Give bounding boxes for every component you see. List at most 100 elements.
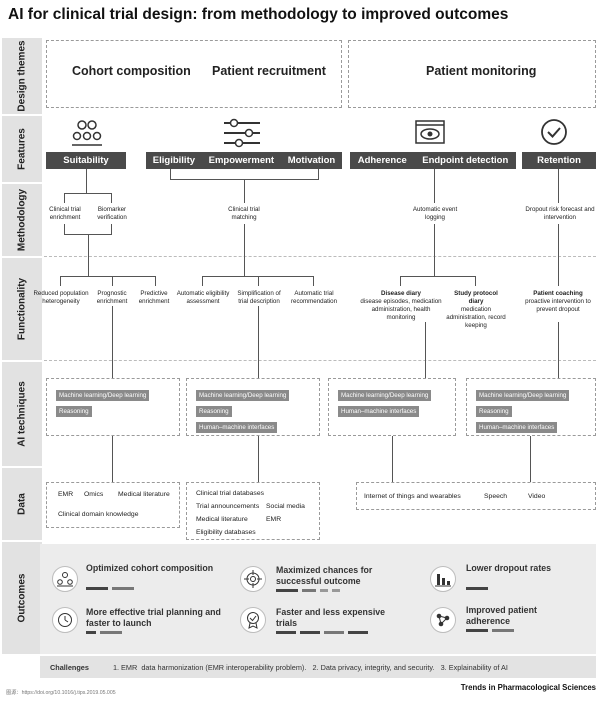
connector — [400, 276, 476, 277]
row-label-features: Features — [2, 116, 42, 182]
method-event-logging: Automatic event logging — [412, 206, 458, 222]
theme-cohort-composition: Cohort composition — [72, 64, 191, 78]
journal-credit: Trends in Pharmacological Sciences — [460, 683, 596, 692]
connector — [60, 276, 61, 286]
data-ct-databases: Clinical trial databases — [196, 490, 265, 497]
connector — [558, 322, 559, 378]
connector — [400, 276, 401, 286]
ai-tag-ml: Machine learning/Deep learning — [476, 390, 570, 401]
feature-suitability: Suitability — [46, 152, 126, 169]
data-emr: EMR — [58, 491, 74, 498]
outcome-bar — [86, 631, 96, 634]
connector — [64, 224, 65, 234]
feature-motivation: Motivation — [287, 155, 336, 166]
row-label-design-themes: Design themes — [2, 38, 42, 114]
connector — [88, 234, 89, 276]
outcome-bar — [332, 589, 340, 592]
data-box-recruitment — [186, 482, 320, 540]
data-video: Video — [528, 493, 546, 500]
connector — [258, 436, 259, 482]
ai-tag-reasoning: Reasoning — [196, 406, 232, 417]
data-medical-literature: Medical literature — [118, 491, 170, 498]
connector — [244, 224, 245, 276]
challenges-label: Challenges — [50, 662, 89, 672]
ai-tag-reasoning: Reasoning — [476, 406, 512, 417]
feature-eligibility: Eligibility — [152, 155, 196, 166]
row-label-data: Data — [2, 468, 42, 540]
challenges-bar: Challenges 1. EMR data harmonization (EM… — [40, 656, 596, 678]
method-dropout: Dropout risk forecast and intervention — [525, 206, 595, 222]
separator — [44, 360, 596, 361]
ai-box-recruitment — [186, 378, 320, 436]
outcome-bar — [300, 631, 320, 634]
func-auto-eligibility: Automatic eligibility assessment — [176, 290, 230, 306]
data-box-cohort — [46, 482, 180, 528]
bar-chart-icon — [430, 566, 456, 592]
feature-empowerment: Empowerment — [208, 155, 275, 166]
connector — [64, 193, 112, 194]
people-group-icon — [52, 566, 78, 592]
connector — [86, 169, 87, 193]
row-label-outcomes: Outcomes — [2, 542, 42, 654]
connector — [434, 224, 435, 276]
connector — [425, 322, 426, 378]
method-biomarker: Biomarker verification — [97, 206, 127, 222]
sliders-icon — [224, 118, 260, 148]
separator — [44, 256, 596, 257]
data-clinical-knowledge: Clinical domain knowledge — [58, 511, 139, 518]
theme-box-left — [46, 40, 342, 108]
connector — [258, 276, 259, 286]
ai-tag-ml: Machine learning/Deep learning — [338, 390, 432, 401]
ai-box-monitoring — [328, 378, 456, 436]
feature-adherence: Adherence — [357, 155, 407, 166]
connector — [244, 179, 245, 203]
theme-patient-recruitment: Patient recruitment — [212, 64, 326, 78]
ai-tag-hmi: Human–machine interfaces — [196, 422, 278, 433]
certificate-icon — [240, 607, 266, 633]
challenges-text: 1. EMR data harmonization (EMR interoper… — [112, 662, 508, 672]
connector — [434, 169, 435, 203]
outcome-bar — [324, 631, 344, 634]
ai-tag-reasoning: Reasoning — [56, 406, 92, 417]
theme-patient-monitoring: Patient monitoring — [426, 64, 537, 78]
network-icon — [430, 607, 456, 633]
outcome-planning: More effective trial planning and faster… — [86, 607, 221, 628]
outcome-bar — [492, 629, 514, 632]
func-auto-recommendation: Automatic trial recommendation — [290, 290, 338, 306]
connector — [155, 276, 156, 286]
feature-endpoint-detection: Endpoint detection — [422, 155, 509, 166]
outcome-success: Maximized chances for successful outcome — [276, 565, 373, 586]
data-medical-literature: Medical literature — [196, 516, 248, 523]
ai-tag-hmi: Human–machine interfaces — [476, 422, 558, 433]
feature-monitoring-bar: Adherence Endpoint detection — [350, 152, 516, 169]
connector — [60, 276, 156, 277]
connector — [111, 224, 112, 234]
func-simplification: Simplification of trial description — [237, 290, 281, 306]
func-reduced: Reduced population heterogeneity — [33, 290, 89, 306]
clock-icon — [52, 607, 78, 633]
source-credit: 图源：https://doi.org/10.1016/j.tips.2019.0… — [6, 690, 116, 696]
method-matching: Clinical trial matching — [228, 206, 260, 222]
data-trial-announcements: Trial announcements — [196, 503, 260, 510]
feature-recruitment-bar: Eligibility Empowerment Motivation — [146, 152, 342, 169]
method-enrichment: Clinical trial enrichment — [49, 206, 81, 222]
connector — [112, 436, 113, 482]
data-box-monitoring — [356, 482, 596, 510]
outcome-bar — [348, 631, 368, 634]
target-icon — [240, 566, 266, 592]
connector — [318, 169, 319, 179]
data-speech: Speech — [484, 493, 508, 500]
connector — [313, 276, 314, 286]
ai-tag-hmi: Human–machine interfaces — [338, 406, 420, 417]
connector — [558, 224, 559, 286]
row-label-functionality: Functionality — [2, 258, 42, 360]
outcomes-panel — [40, 544, 596, 654]
feature-retention: Retention — [522, 152, 596, 169]
monitor-eye-icon — [415, 120, 445, 144]
connector — [64, 193, 65, 203]
outcome-dropout: Lower dropout rates — [466, 563, 552, 573]
row-label-ai-techniques: AI techniques — [2, 362, 42, 466]
outcome-bar — [276, 631, 296, 634]
